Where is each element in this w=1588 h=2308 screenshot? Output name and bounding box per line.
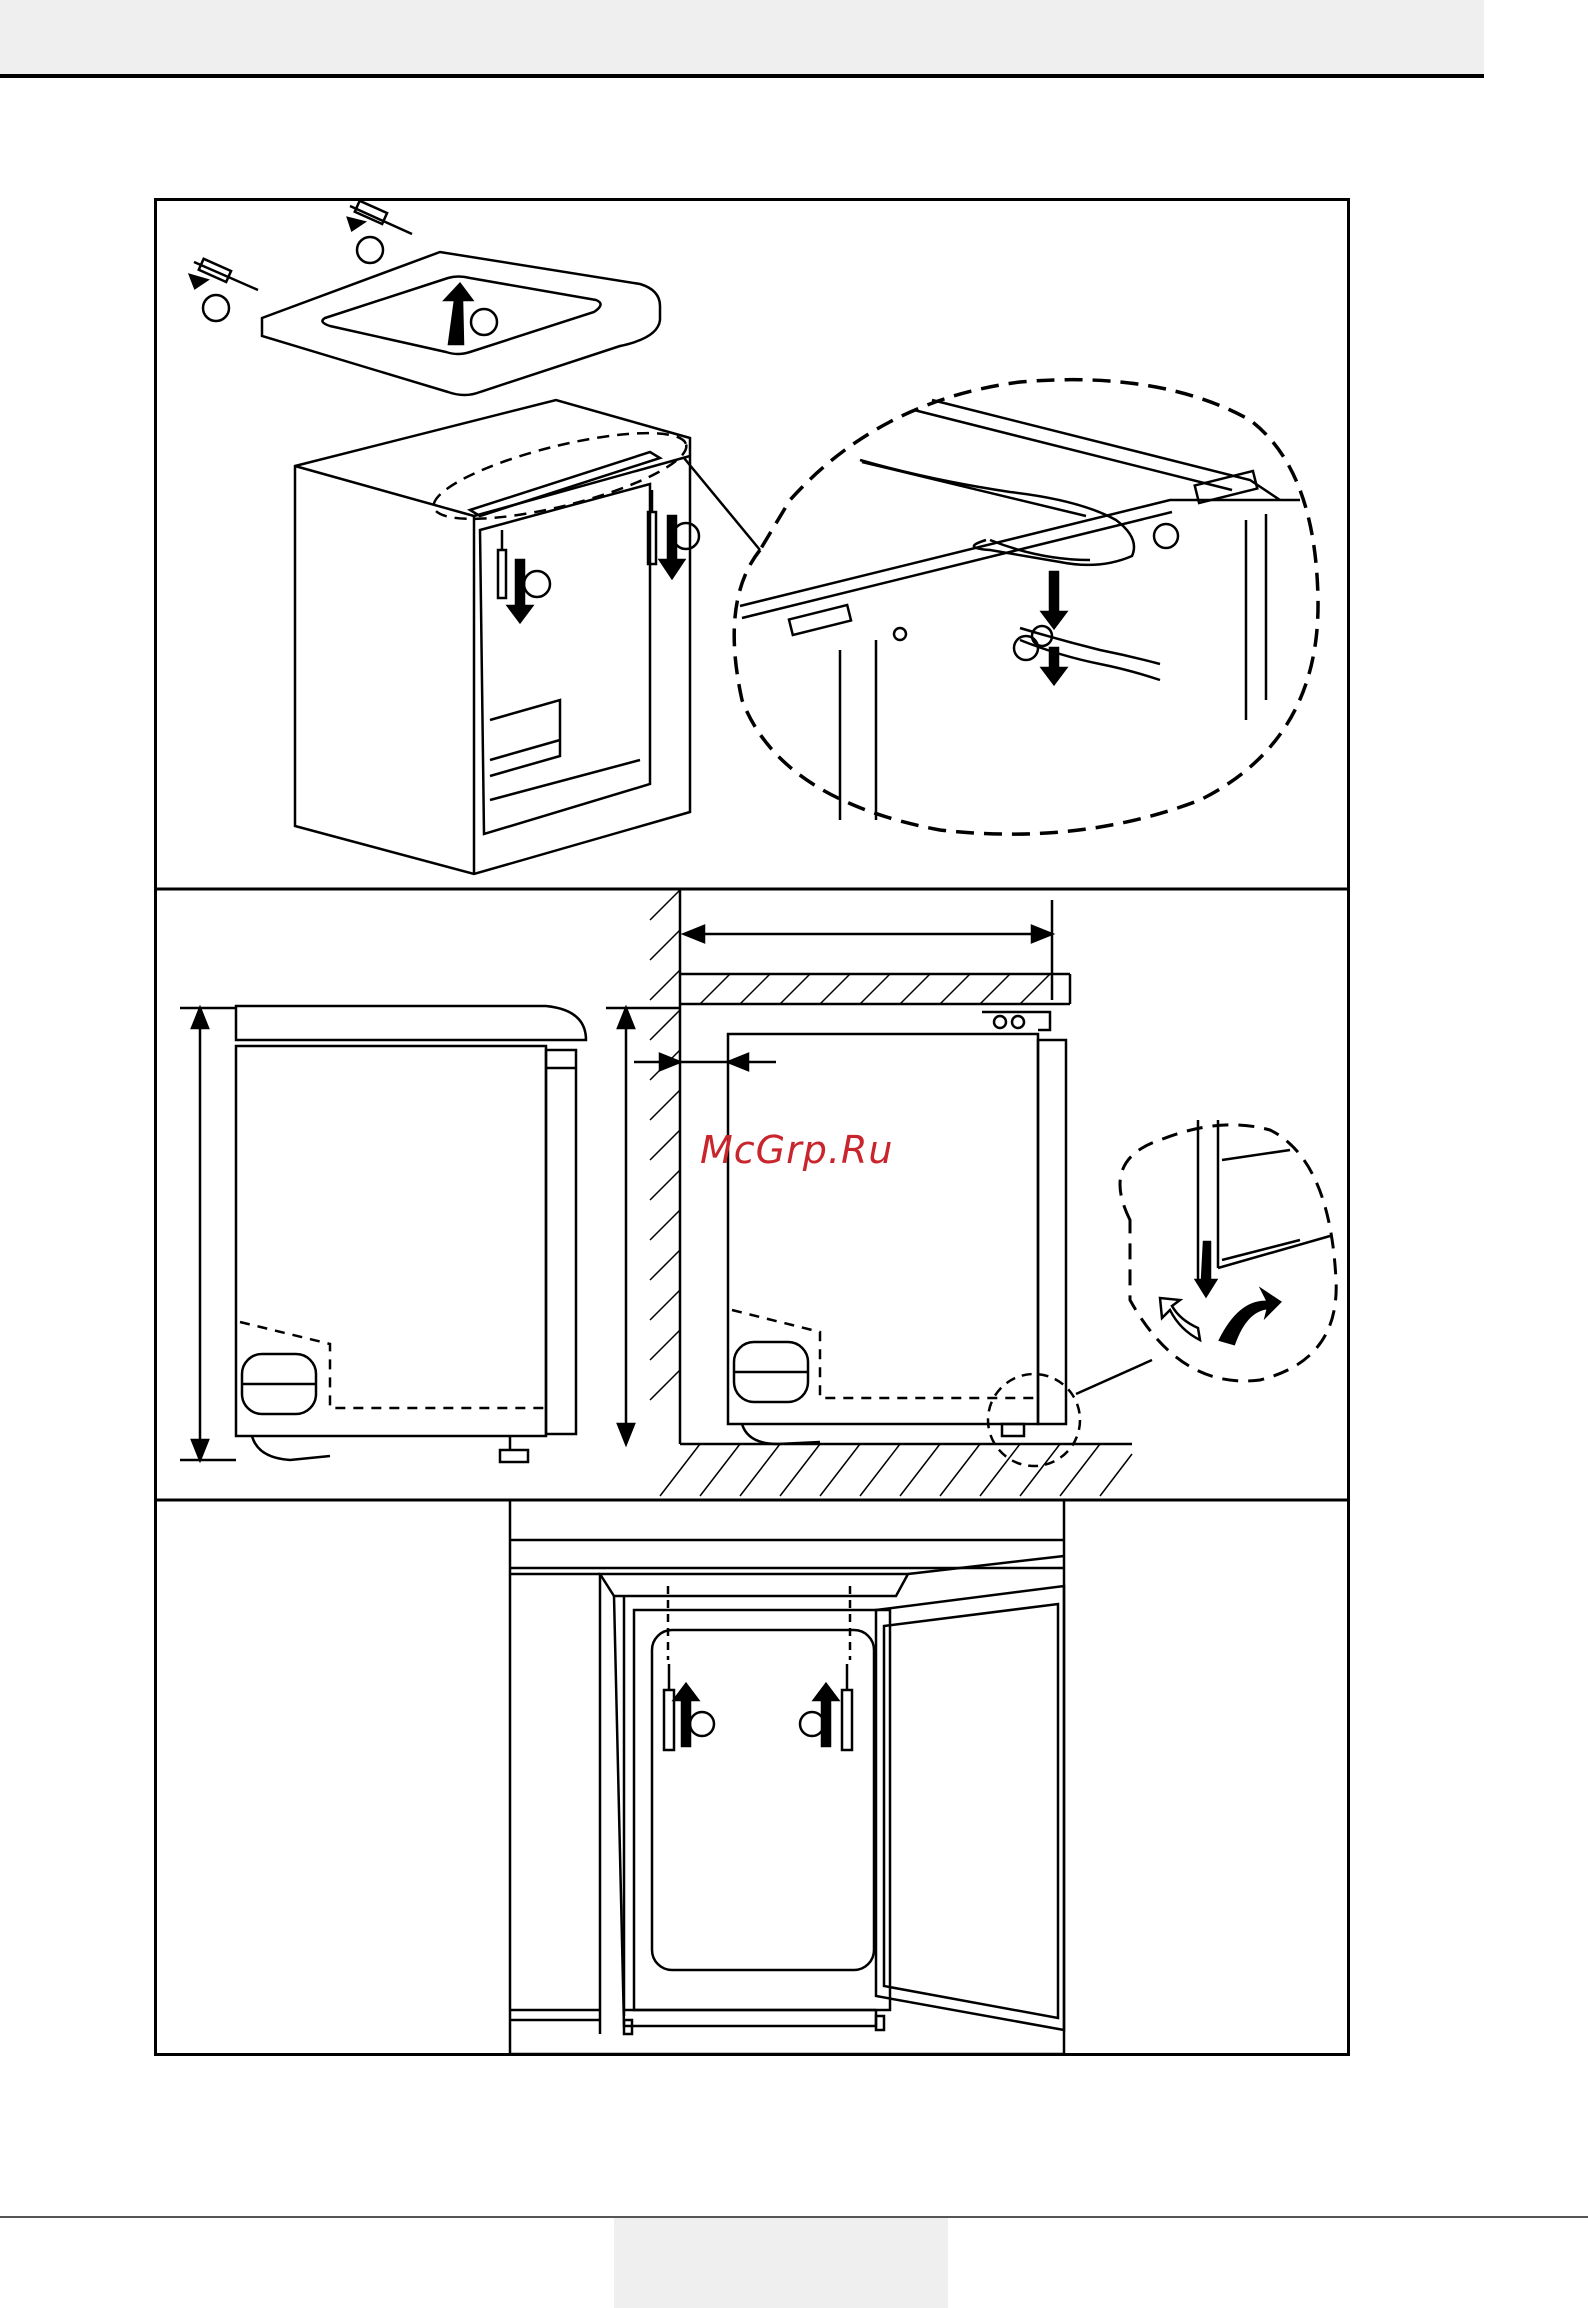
screwdriver-icon xyxy=(350,201,412,234)
arrow-up-icon xyxy=(814,1684,838,1746)
hinge-detail-circle xyxy=(734,380,1318,834)
panel-top-cover xyxy=(190,201,1318,874)
step-marker xyxy=(1014,636,1038,660)
step-marker xyxy=(1154,524,1178,548)
panel-side-views xyxy=(180,890,1336,1496)
rotate-arrow-icon xyxy=(1220,1290,1280,1344)
rotate-arrow-icon xyxy=(1160,1298,1200,1340)
step-marker xyxy=(357,237,383,263)
arrow-down-icon xyxy=(1042,648,1066,684)
hatching xyxy=(650,890,1132,1496)
step-marker xyxy=(800,1712,824,1736)
watermark-text: McGrp.Ru xyxy=(700,1128,893,1172)
step-marker xyxy=(690,1712,714,1736)
step-marker xyxy=(203,295,229,321)
step-marker xyxy=(524,571,550,597)
arrow-up-icon xyxy=(445,284,472,344)
pliers-icon xyxy=(1020,628,1160,680)
footer-page-tab xyxy=(614,2218,948,2308)
panel-door-mount xyxy=(510,1500,1064,2054)
hand-icon xyxy=(860,460,1134,565)
step-marker xyxy=(471,309,497,335)
arrow-down-icon xyxy=(508,560,532,622)
screwdriver-icon xyxy=(194,259,258,290)
cabinet-body xyxy=(295,400,690,874)
detail-callout xyxy=(427,415,694,536)
